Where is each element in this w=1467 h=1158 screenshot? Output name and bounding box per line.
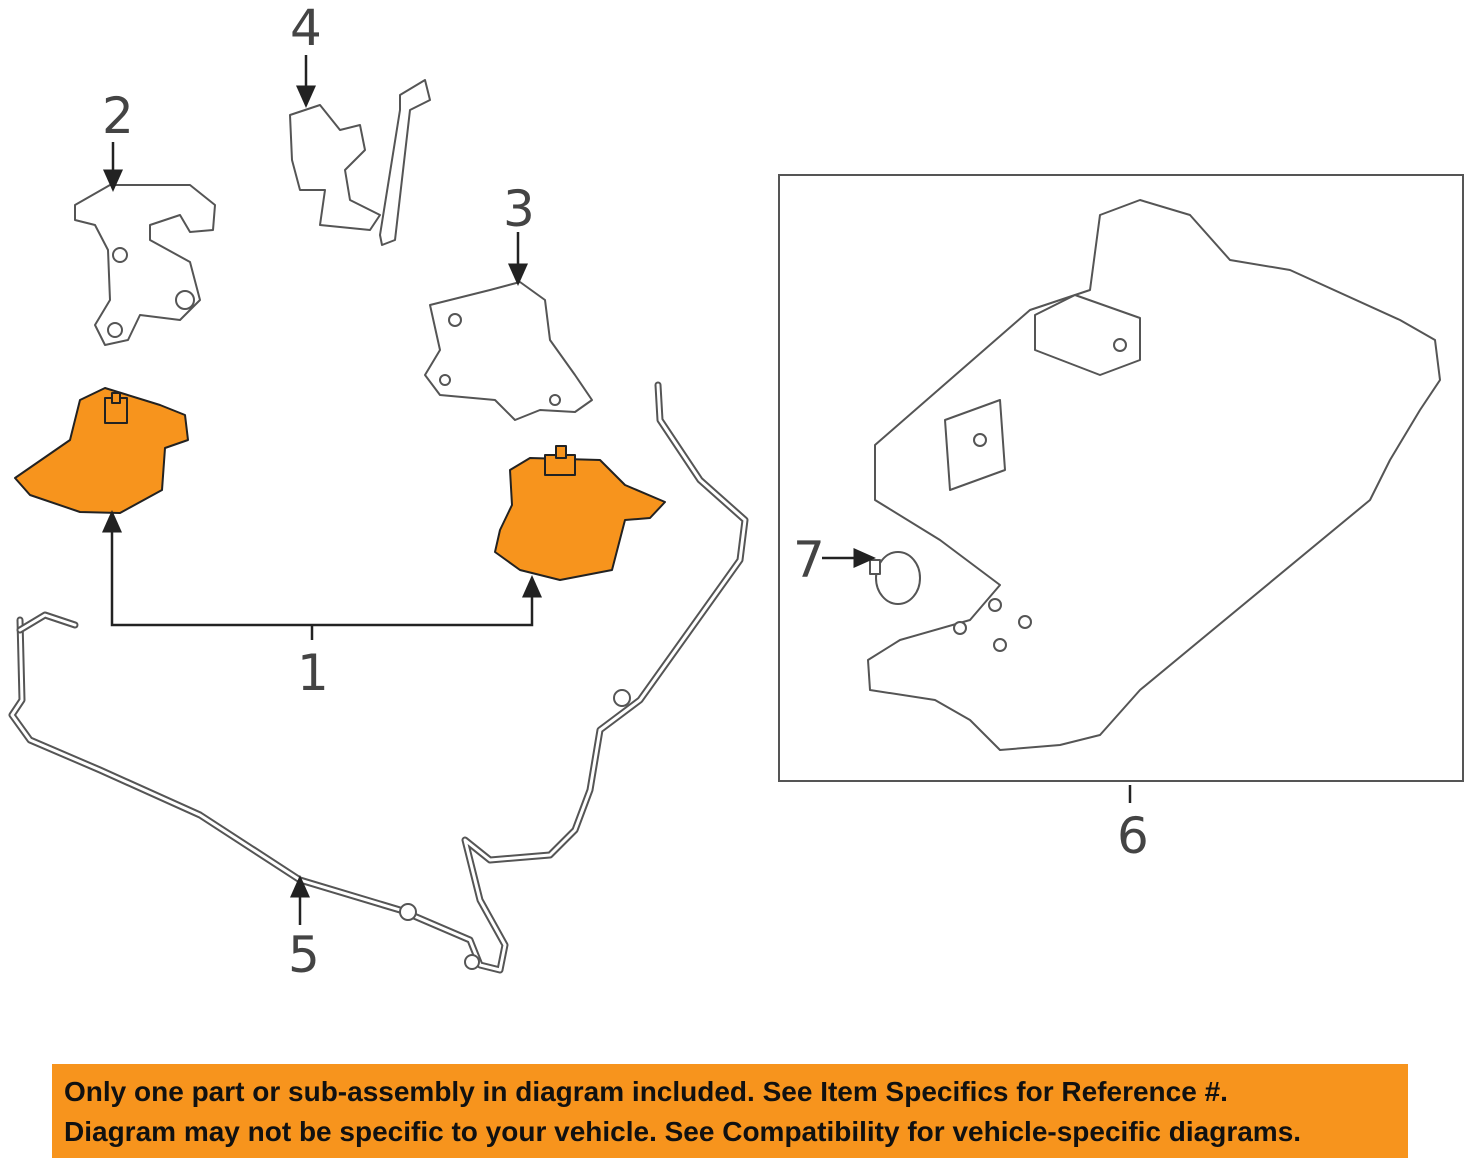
part-7-plug xyxy=(869,551,921,605)
callout-5: 5 xyxy=(288,926,320,984)
part-6-crossmember xyxy=(867,199,1441,751)
callout-7: 7 xyxy=(793,531,825,589)
disclaimer-line-1: Only one part or sub-assembly in diagram… xyxy=(64,1076,1228,1107)
callout-1: 1 xyxy=(297,644,329,702)
disclaimer-banner: Only one part or sub-assembly in diagram… xyxy=(52,1064,1408,1158)
callout-2: 2 xyxy=(102,87,134,145)
part-4-sensor xyxy=(289,79,431,246)
part-1-engine-mount-right xyxy=(494,445,666,581)
part-3-bracket xyxy=(424,281,593,421)
disclaimer-line-2: Diagram may not be specific to your vehi… xyxy=(64,1116,1302,1147)
part-6-box xyxy=(778,174,1464,782)
part-2-bracket xyxy=(74,184,216,346)
part-1-engine-mount-left xyxy=(14,387,189,514)
part-5-wire-harness xyxy=(8,381,749,974)
callout-4: 4 xyxy=(290,0,322,57)
callout-3: 3 xyxy=(503,180,535,238)
callout-6: 6 xyxy=(1117,807,1149,865)
